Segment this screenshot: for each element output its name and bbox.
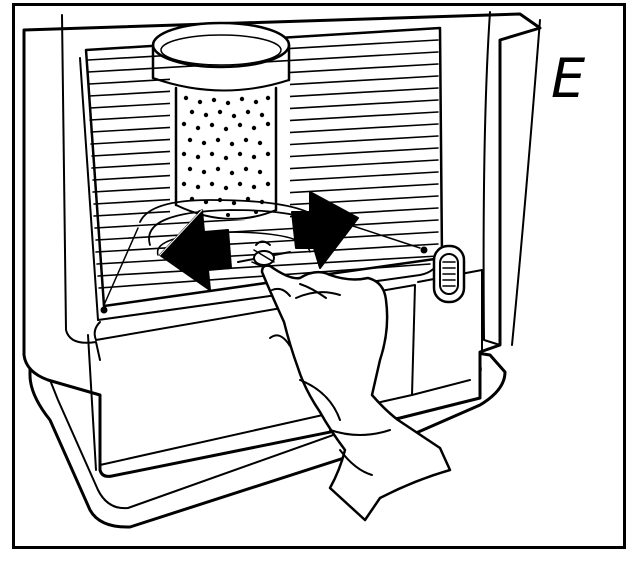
figure-frame [12, 3, 626, 549]
burner-cylinder [139, 21, 326, 256]
oval-indicator-icon [432, 244, 466, 304]
panel-label: E [551, 47, 586, 110]
arrow-right-icon [291, 191, 359, 269]
adjustment-knob [237, 240, 291, 271]
arrow-left-icon [159, 209, 232, 291]
hand-icon [260, 264, 452, 522]
